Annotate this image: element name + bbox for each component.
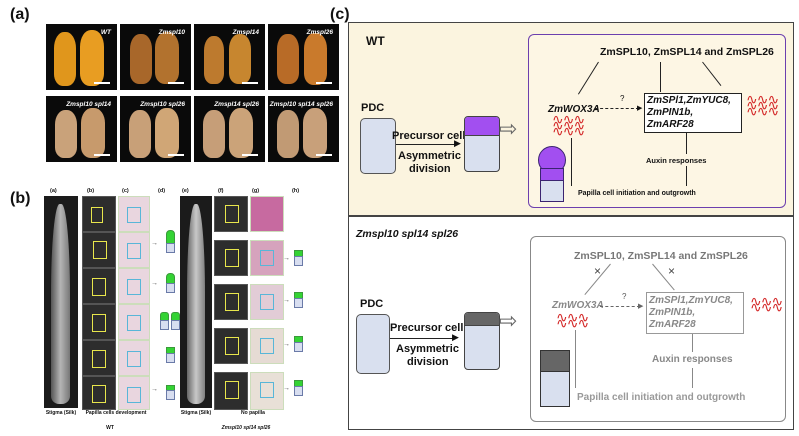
mutant-wox-gene: ZmWOX3A [552, 300, 604, 311]
panel-b-label: (b) [10, 190, 31, 207]
cob-photo-zmspl26: Zmspl26 [268, 24, 339, 90]
wt-stigma-label: Stigma (Silk) [45, 410, 77, 416]
mutant-question: ? [622, 292, 627, 301]
cob-label-zmspl10-spl26: Zmspl10 spl26 [140, 101, 185, 108]
col-header-e: (e) [182, 188, 189, 194]
wt-precursor-label: Precursor cell [392, 130, 466, 142]
cob-photo-zmspl10: Zmspl10 [120, 24, 191, 90]
mutant-papilla-label: Papilla cell initiation and outgrowth [577, 392, 746, 403]
mutant-precursor-cell [464, 312, 500, 370]
mutant-asym-line1: Asymmetric [396, 343, 459, 355]
mutant-targets-expression-icon: ∿∿∿∿∿∿ [750, 293, 783, 315]
wt-auxin-label: Auxin responses [646, 156, 707, 165]
cob-label-wt: WT [100, 29, 111, 36]
cob-photo-zmspl14: Zmspl14 [194, 24, 265, 90]
wt-targets-line3: ZmARF28 [647, 119, 694, 130]
col-header-f: (f) [218, 188, 224, 194]
wt-wox-expression-icon: ∿∿∿∿∿∿∿∿∿ [552, 111, 585, 139]
mutant-arrowhead: ▶ [452, 332, 459, 342]
cob-photo-zmspl10-spl14-spl26: Zmspl10 spl14 spl26 [268, 96, 339, 162]
wt-hollow-arrow-icon: ⇨ [499, 116, 518, 141]
wt-wox-gene: ZmWOX3A [548, 104, 600, 115]
wt-targets-line1: ZmSPl1,ZmYUC8, [647, 95, 731, 106]
cob-label-zmspl14-spl26: Zmspl14 spl26 [214, 101, 259, 108]
mutant-hollow-arrow-icon: ⇨ [499, 308, 518, 333]
mutant-asym-line2: division [407, 356, 449, 368]
mutant-pdc-label: PDC [360, 298, 384, 310]
wt-model-title: WT [366, 34, 385, 48]
mutant-pdc-cell [356, 314, 390, 374]
mutant-network-box [530, 236, 786, 422]
mutant-model-title: Zmspl10 spl14 spl26 [356, 228, 459, 240]
genotype-mutant-label: Zmspl10 spl14 spl26 [221, 425, 271, 431]
cob-label-zmspl10: Zmspl10 [158, 29, 185, 36]
cob-label-zmspl10-spl14-spl26: Zmspl10 spl14 spl26 [269, 101, 333, 108]
mutant-stigma-sem-image [180, 196, 212, 408]
wt-dashed-arrowhead: ▶ [637, 105, 643, 112]
wt-question: ? [620, 94, 625, 103]
wt-papilla-label: Papilla cell initiation and outgrowth [578, 190, 696, 197]
mutant-stigma-label: Stigma (Silk) [180, 410, 212, 416]
wt-precursor-cell [464, 116, 500, 172]
col-header-g: (g) [252, 188, 260, 194]
papilla-development-label: Papilla cells development [85, 410, 147, 416]
genotype-wt-label: WT [106, 425, 114, 431]
mutant-precursor-label: Precursor cell [390, 322, 464, 334]
mutant-wox-expression-icon: ∿∿∿∿∿∿ [556, 309, 589, 331]
wt-regulators: ZmSPL10, ZmSPL14 and ZmSPL26 [600, 46, 774, 58]
wt-targets-expression-icon: ∿∿∿∿∿∿∿∿∿ [746, 91, 779, 119]
no-papilla-label: No papilla [241, 410, 265, 416]
cob-label-zmspl14: Zmspl14 [232, 29, 259, 36]
panel-a-label: (a) [10, 6, 30, 23]
mutant-auxin-label: Auxin responses [652, 354, 733, 365]
mutant-targets-line3: ZmARF28 [649, 319, 696, 330]
mutant-targets-line1: ZmSPl1,ZmYUC8, [649, 295, 733, 306]
cob-label-zmspl10-spl14: Zmspl10 spl14 [66, 101, 111, 108]
mutant-targets-box [646, 292, 744, 334]
wt-arrowhead: ▶ [454, 138, 461, 148]
mutant-targets-line2: ZmPIN1b, [649, 307, 696, 318]
wt-stigma-sem-image [44, 196, 78, 408]
wt-targets-box [644, 93, 742, 133]
wt-pdc-label: PDC [361, 102, 385, 114]
mutant-dashed-arrowhead: ▶ [638, 303, 644, 310]
cob-photo-zmspl10-spl26: Zmspl10 spl26 [120, 96, 191, 162]
cob-photo-zmspl10-spl14: Zmspl10 spl14 [46, 96, 117, 162]
wt-pdc-cell [360, 118, 396, 174]
mutant-regulators: ZmSPL10, ZmSPL14 and ZmSPL26 [574, 250, 748, 262]
col-header-d: (d) [158, 188, 166, 194]
wt-targets-line2: ZmPIN1b, [647, 107, 694, 118]
mutant-block-left: × [594, 264, 602, 278]
wt-asym-line1: Asymmetric [398, 150, 461, 162]
col-header-h: (h) [292, 188, 300, 194]
mutant-block-right: × [668, 264, 676, 278]
wt-asym-line2: division [409, 163, 451, 175]
wt-papilla-cell-drawing [536, 146, 566, 202]
cob-photo-zmspl14-spl26: Zmspl14 spl26 [194, 96, 265, 162]
panel-c-label: (c) [330, 6, 350, 23]
col-header-a: (a) [50, 188, 57, 194]
cob-photo-wt: WT [46, 24, 117, 90]
col-header-c: (c) [122, 188, 129, 194]
cob-label-zmspl26: Zmspl26 [306, 29, 333, 36]
col-header-b: (b) [87, 188, 95, 194]
mutant-arrested-cell-drawing [540, 350, 570, 408]
